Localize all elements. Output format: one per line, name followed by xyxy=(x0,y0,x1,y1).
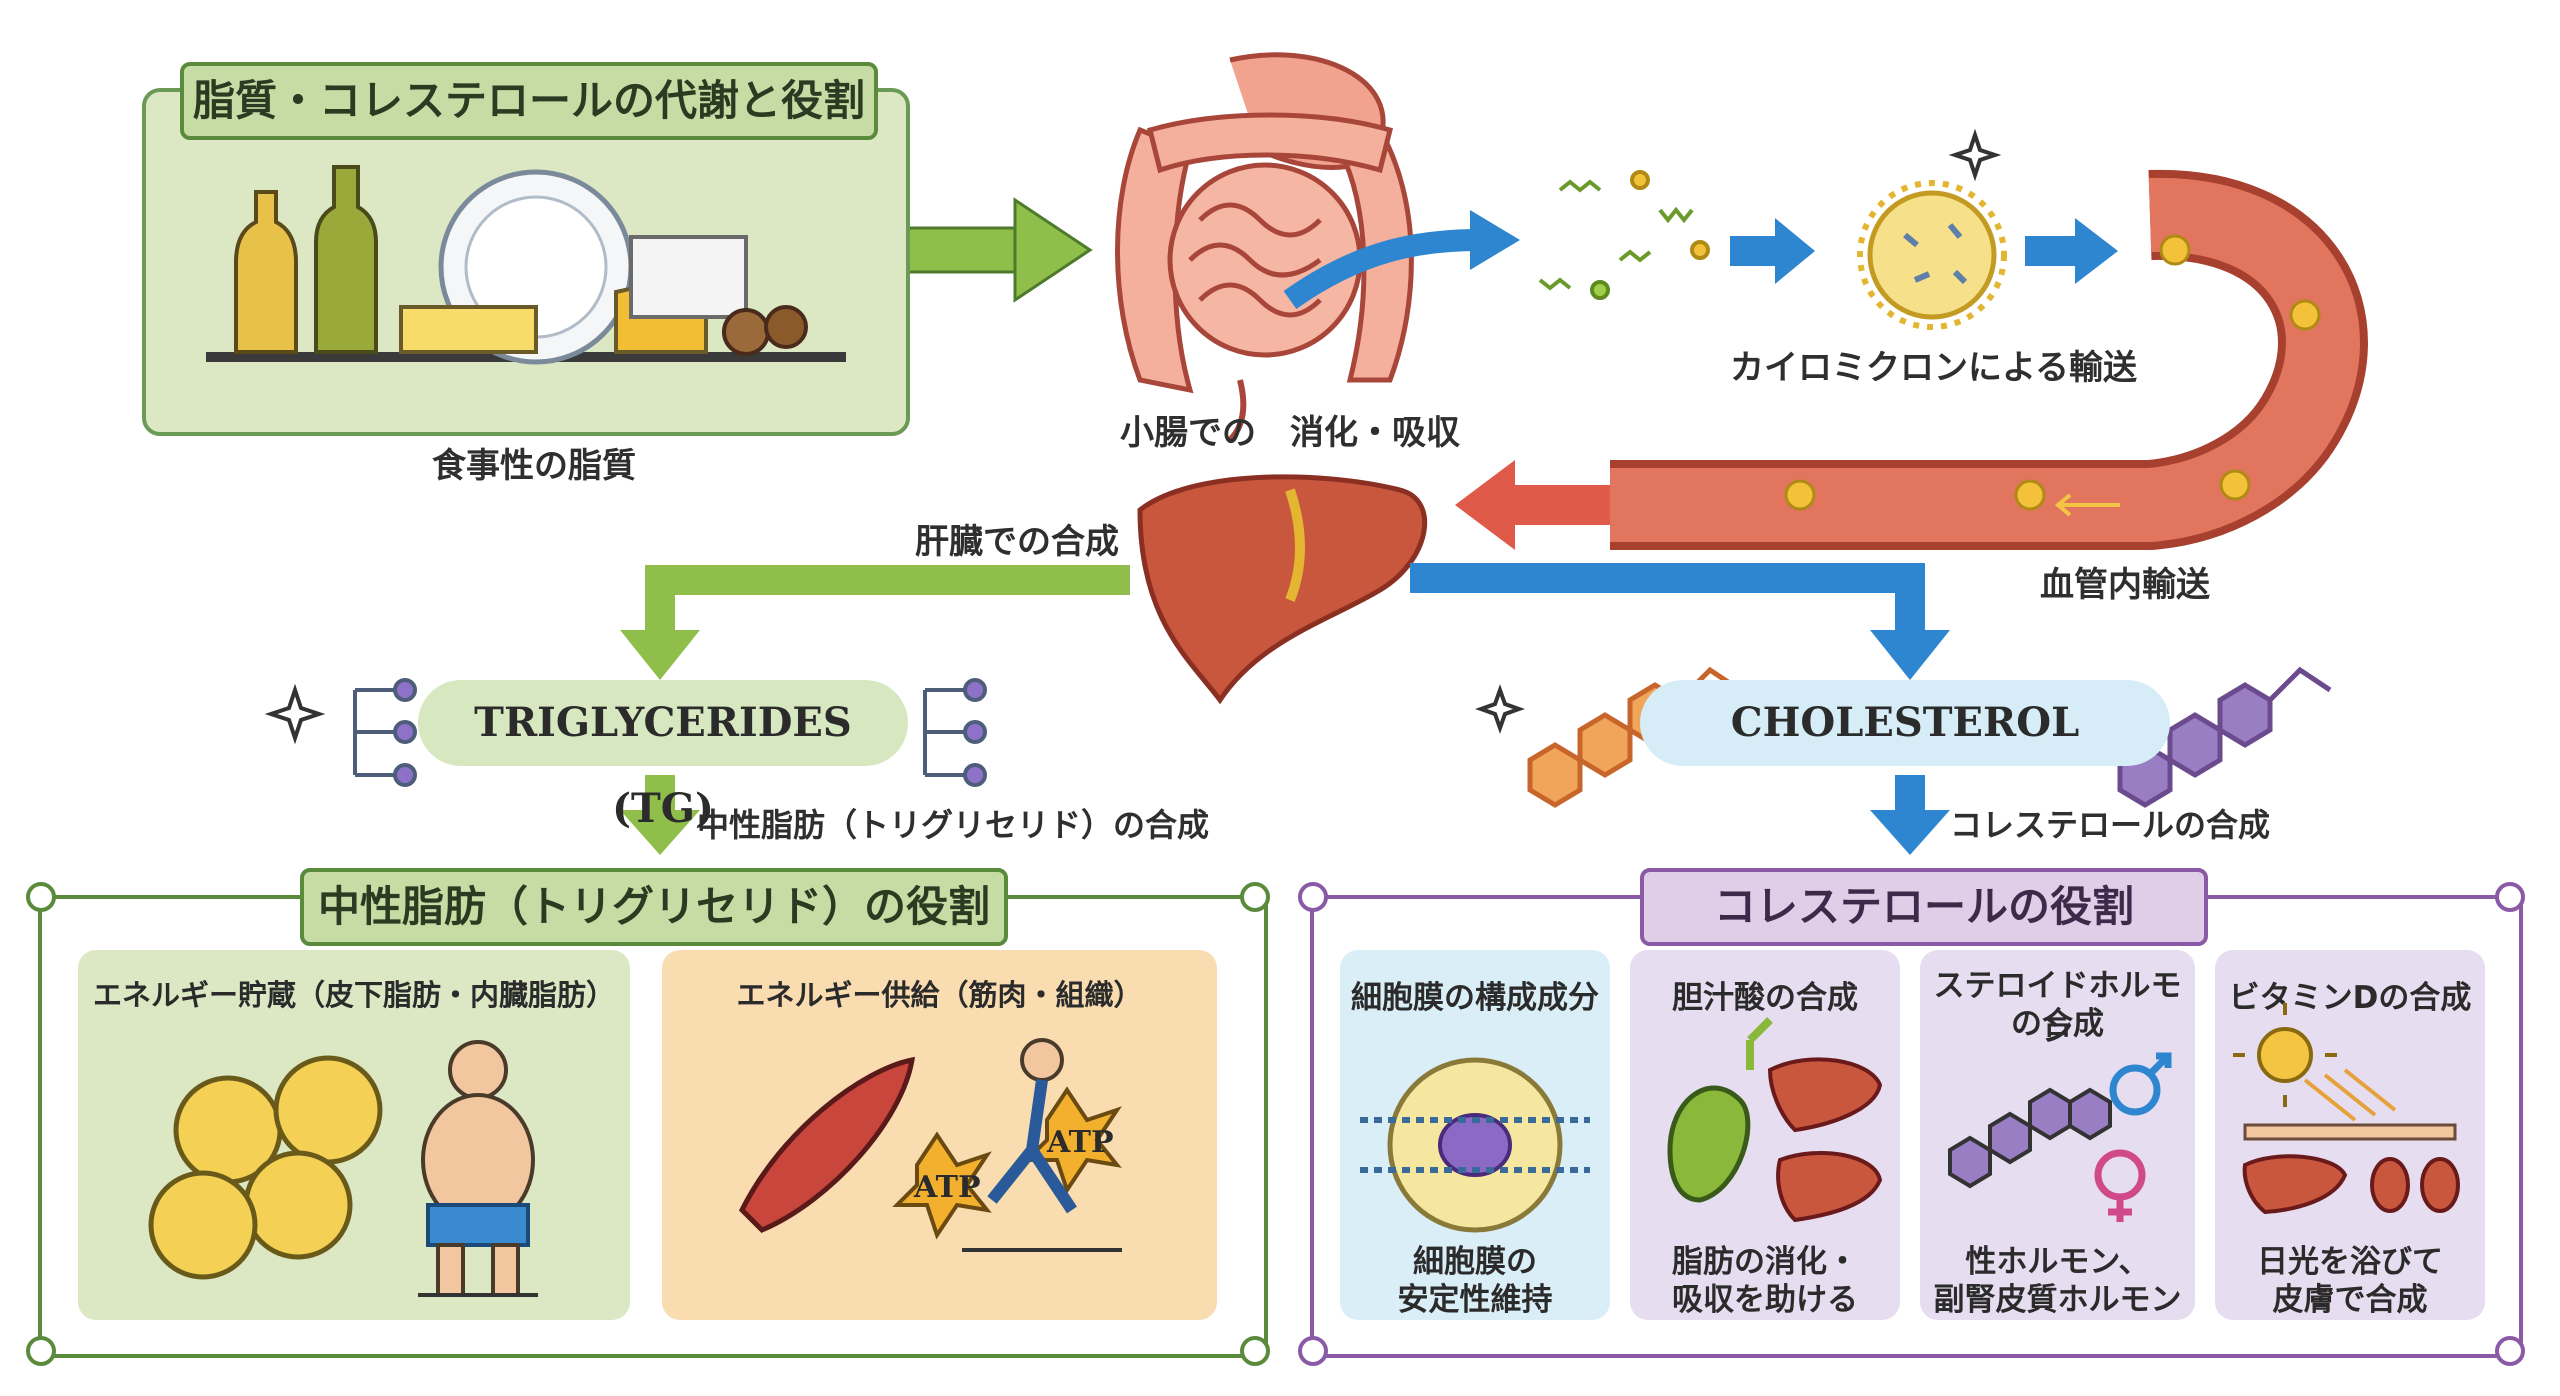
fat-cells-illustration xyxy=(148,1040,538,1297)
pill-triglycerides: TRIGLYCERIDES (TG) xyxy=(418,680,908,832)
food-illustration xyxy=(206,165,846,365)
steroid-hormone-illustration xyxy=(1948,1052,2172,1222)
card-bile-acid-foot2: 吸収を助ける xyxy=(1672,1282,1858,1318)
card-cell-membrane: 細胞膜の構成成分 細胞膜の 安定性維持 xyxy=(1340,950,1610,1320)
arrow-chol-to-roles xyxy=(1870,775,1950,855)
sun-skin-illustration xyxy=(2233,1003,2460,1215)
frame-corner xyxy=(1240,1336,1270,1366)
frame-corner xyxy=(26,882,56,912)
card-vitamin-d-foot2: 皮膚で合成 xyxy=(2272,1282,2428,1318)
frame-corner xyxy=(2495,1336,2525,1366)
card-vitamin-d-title: ビタミンDの合成 xyxy=(2228,980,2472,1016)
card-bile-acid-title: 胆汁酸の合成 xyxy=(1672,980,1858,1016)
arrow-liver-to-chol xyxy=(1410,563,1950,680)
dietary-fat-panel xyxy=(142,88,910,436)
label-dietary-fat: 食事性の脂質 xyxy=(432,446,636,486)
card-energy-storage-title: エネルギー貯蔵（皮下脂肪・内臓脂肪） xyxy=(92,978,615,1012)
tg-roles-title: 中性脂肪（トリグリセリド）の役割 xyxy=(300,868,1008,946)
chol-roles-title: コレステロールの役割 xyxy=(1640,868,2208,946)
muscle-running-illustration xyxy=(738,1038,1122,1252)
page-title: 脂質・コレステロールの代謝と役割 xyxy=(180,62,878,140)
arrow-vessel-to-liver xyxy=(1455,460,1610,550)
card-cell-membrane-title: 細胞膜の構成成分 xyxy=(1351,980,1599,1016)
card-cell-membrane-foot1: 細胞膜の xyxy=(1413,1244,1537,1280)
fatty-acid-molecules xyxy=(1538,170,1710,300)
card-energy-supply-title: エネルギー供給（筋肉・組織） xyxy=(736,978,1143,1012)
card-bile-acid-foot1: 脂肪の消化・ xyxy=(1672,1244,1858,1280)
liver-illustration xyxy=(1137,474,1428,705)
arrow-liver-to-tg xyxy=(620,565,1130,680)
frame-corner xyxy=(1298,1336,1328,1366)
cell-membrane-illustration xyxy=(1360,1057,1590,1233)
card-cell-membrane-foot2: 安定性維持 xyxy=(1397,1282,1553,1318)
label-chol-synthesis: コレステロールの合成 xyxy=(1950,806,2271,844)
label-chylomicron: カイロミクロンによる輸送 xyxy=(1730,348,2137,388)
frame-corner xyxy=(2495,882,2525,912)
frame-corner xyxy=(1240,882,1270,912)
card-steroid-hormone-foot1: 性ホルモン、 xyxy=(1965,1244,2150,1280)
frame-corner xyxy=(26,1336,56,1366)
card-vitamin-d: ビタミンDの合成 日光を浴びて 皮膚で合成 xyxy=(2215,950,2485,1320)
card-vitamin-d-foot1: 日光を浴びて xyxy=(2257,1244,2443,1280)
arrow-to-chylomicron xyxy=(1730,218,1815,284)
intestine-illustration xyxy=(1115,52,1414,443)
card-bile-acid: 胆汁酸の合成 脂肪の消化・ 吸収を助ける xyxy=(1630,950,1900,1320)
atp-badge: ATP xyxy=(914,1170,981,1205)
label-tg-synthesis: 中性脂肪（トリグリセリド）の合成 xyxy=(697,806,1210,844)
card-energy-supply: エネルギー供給（筋肉・組織） ATP ATP xyxy=(662,950,1217,1320)
atp-badge: ATP xyxy=(1047,1125,1114,1160)
label-blood-transport: 血管内輸送 xyxy=(2040,565,2210,605)
arrow-food-to-intestine xyxy=(903,197,1093,303)
label-intestine: 小腸での 消化・吸収 xyxy=(1120,413,1460,453)
card-energy-storage: エネルギー貯蔵（皮下脂肪・内臓脂肪） xyxy=(78,950,630,1320)
card-steroid-hormone-foot2: 副腎皮質ホルモン xyxy=(1933,1282,2182,1318)
gallbladder-liver-illustration xyxy=(1667,1017,1883,1223)
arrow-intestine-to-molecules xyxy=(1283,210,1520,309)
card-steroid-hormone-title1: ステロイドホルモン xyxy=(1933,968,2182,1049)
label-liver-synthesis: 肝臓での合成 xyxy=(915,522,1119,562)
frame-corner xyxy=(1298,882,1328,912)
arrow-to-vessel xyxy=(2025,218,2118,284)
pill-cholesterol: CHOLESTEROL xyxy=(1640,680,2170,766)
card-steroid-hormone: ステロイドホルモン の合成 性ホルモン、 副腎皮質ホルモン xyxy=(1920,950,2195,1320)
chylomicron-particle xyxy=(1857,180,2007,330)
tg-molecule-left xyxy=(353,678,417,787)
tg-molecule-right xyxy=(923,678,987,787)
card-steroid-hormone-title2: の合成 xyxy=(2011,1006,2104,1042)
blood-vessel xyxy=(1610,169,2368,550)
arrow-tg-to-roles xyxy=(620,775,700,855)
